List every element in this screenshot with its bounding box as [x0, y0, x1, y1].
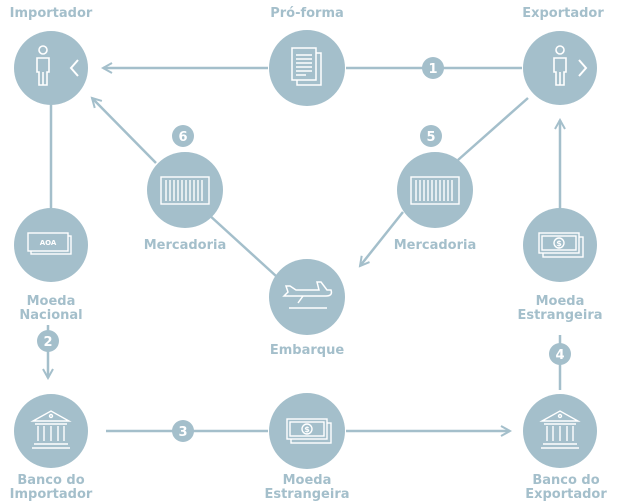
embarque-label: Embarque: [270, 343, 344, 358]
importador-label: Importador: [10, 6, 93, 21]
airplane-icon: [282, 281, 333, 309]
chevron-right-icon: [578, 59, 588, 77]
step-badge-2: 2: [37, 330, 59, 352]
node-banco-exportador: Banco do Exportador: [523, 394, 607, 502]
bank-icon: [30, 410, 72, 449]
banco-exportador-label-line2: Exportador: [525, 487, 607, 502]
moeda-nacional-label-line1: Moeda: [27, 294, 76, 309]
connector-mercadoria-embarque: [360, 211, 404, 266]
node-mercadoria-left: Mercadoria: [144, 152, 227, 253]
container-icon: [410, 176, 460, 205]
svg-text:$: $: [304, 425, 310, 434]
node-importador: Importador: [10, 6, 93, 105]
moeda-estrangeira-right-label-line1: Moeda: [536, 294, 585, 309]
svg-text:4: 4: [555, 348, 564, 363]
step-badge-5: 5: [420, 125, 442, 147]
node-exportador: Exportador: [522, 6, 604, 105]
moeda-estrangeira-bottom-label-line2: Estrangeira: [264, 487, 349, 502]
moeda-nacional-label-line2: Nacional: [19, 308, 82, 323]
moeda-estrangeira-right-label-line2: Estrangeira: [517, 308, 602, 323]
connector-embarque-mercadoria: [207, 213, 277, 277]
step-badge-1: 1: [422, 57, 444, 79]
node-moeda-estrangeira-bottom: $ Moeda Estrangeira: [264, 393, 350, 502]
chevron-left-icon: [69, 59, 79, 77]
node-pro-forma: Pró-forma: [269, 6, 345, 106]
banco-exportador-label-line1: Banco do: [532, 473, 599, 488]
banknote-dollar-icon: $: [286, 418, 332, 444]
connector-exportador-mercadoria: [457, 97, 529, 161]
banknote-icon: [27, 232, 72, 255]
person-icon: [36, 45, 50, 86]
step-badge-6: 6: [172, 125, 194, 147]
banknote-currency-code: AOA: [40, 239, 57, 247]
exportador-label: Exportador: [522, 6, 604, 21]
node-embarque: Embarque: [269, 259, 345, 358]
document-icon: [291, 47, 322, 86]
banco-importador-label-line1: Banco do: [17, 473, 84, 488]
node-moeda-estrangeira-right: $ Moeda Estrangeira: [517, 208, 603, 323]
svg-text:1: 1: [428, 62, 437, 77]
svg-text:3: 3: [178, 425, 187, 440]
node-mercadoria-right: Mercadoria: [394, 152, 477, 253]
person-icon: [553, 45, 567, 86]
mercadoria-left-label: Mercadoria: [144, 238, 227, 253]
container-icon: [160, 176, 210, 205]
connector-mercadoria-importador: [92, 98, 157, 164]
node-banco-importador: Banco do Importador: [10, 394, 93, 502]
banknote-dollar-icon: $: [538, 232, 584, 258]
svg-text:$: $: [556, 239, 562, 248]
pro-forma-label: Pró-forma: [270, 6, 344, 21]
mercadoria-right-label: Mercadoria: [394, 238, 477, 253]
moeda-estrangeira-bottom-label-line1: Moeda: [283, 473, 332, 488]
svg-text:6: 6: [178, 130, 187, 145]
connectors: [48, 68, 560, 431]
svg-text:2: 2: [43, 335, 52, 350]
step-badge-4: 4: [549, 343, 571, 365]
banco-importador-label-line2: Importador: [10, 487, 93, 502]
bank-icon: [539, 410, 581, 449]
svg-text:5: 5: [426, 130, 435, 145]
step-badge-3: 3: [172, 420, 194, 442]
node-moeda-nacional: AOA Moeda Nacional: [14, 208, 88, 323]
